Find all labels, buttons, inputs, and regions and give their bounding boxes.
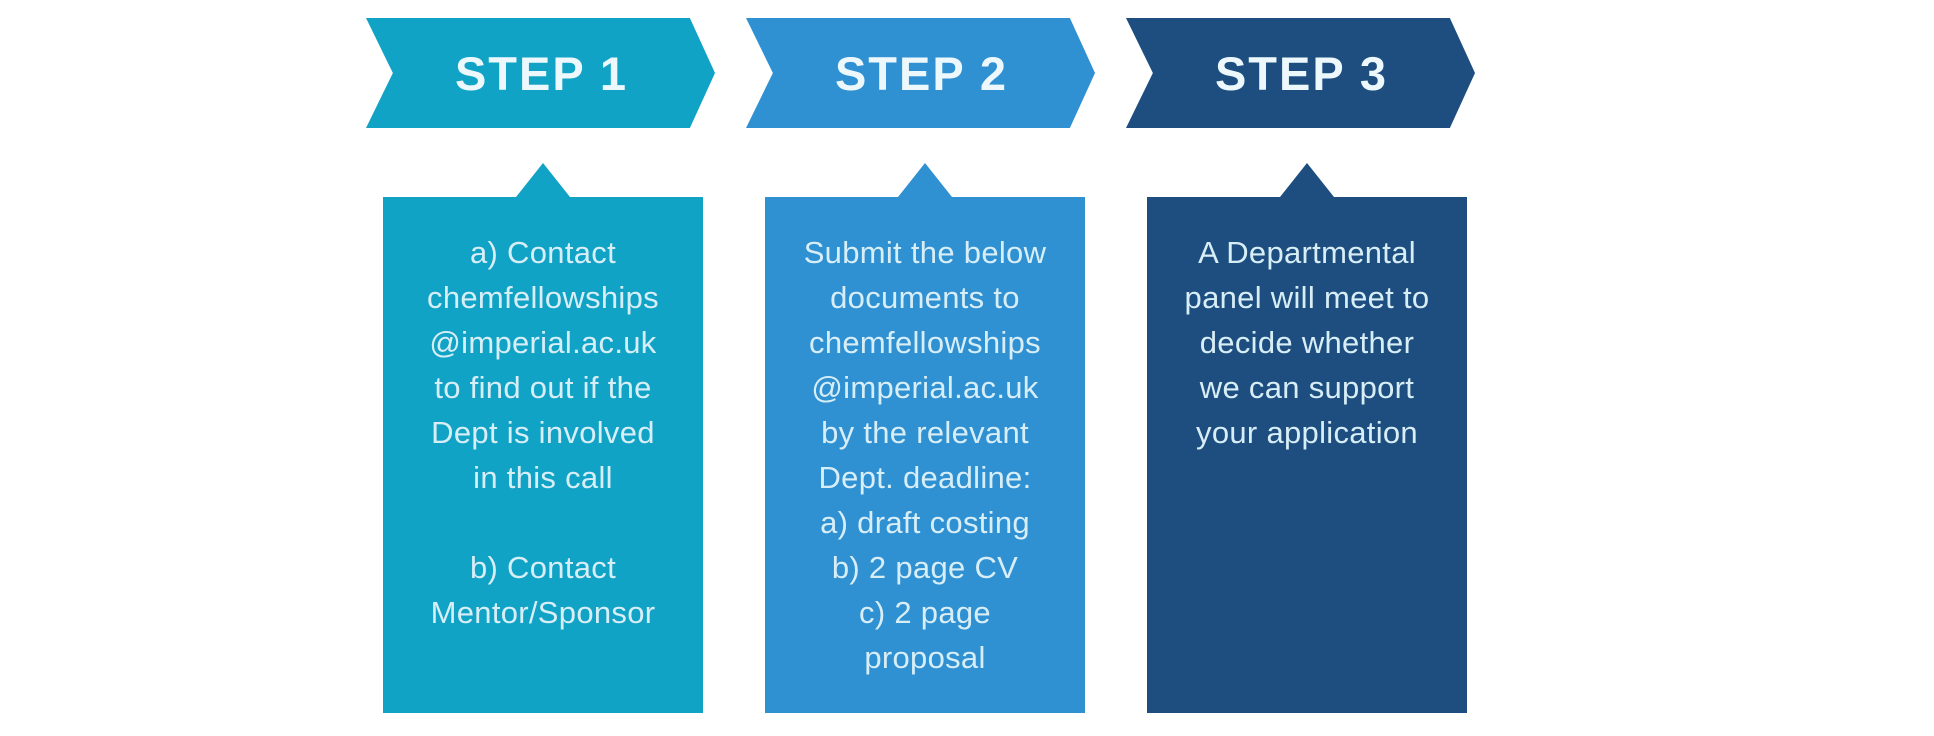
- step-3-detail-box: A Departmental panel will meet to decide…: [1147, 163, 1467, 713]
- step-1-description: a) Contact chemfellowships @imperial.ac.…: [427, 235, 659, 630]
- step-3-connector-triangle: [1280, 163, 1334, 197]
- step-3-label: STEP 3: [1214, 46, 1389, 100]
- step-1-label: STEP 1: [454, 46, 629, 100]
- step-1-connector-triangle: [516, 163, 570, 197]
- step-1-detail-box: a) Contact chemfellowships @imperial.ac.…: [383, 163, 703, 713]
- step-2-description: Submit the below documents to chemfellow…: [803, 235, 1047, 675]
- step-1-arrow-banner: STEP 1: [366, 18, 715, 128]
- step-2-connector-triangle: [898, 163, 952, 197]
- step-3-arrow-banner: STEP 3: [1126, 18, 1475, 128]
- step-3-description: A Departmental panel will meet to decide…: [1184, 235, 1430, 450]
- step-2-arrow-banner: STEP 2: [746, 18, 1095, 128]
- step-2-detail-box: Submit the below documents to chemfellow…: [765, 163, 1085, 713]
- step-2-label: STEP 2: [834, 46, 1009, 100]
